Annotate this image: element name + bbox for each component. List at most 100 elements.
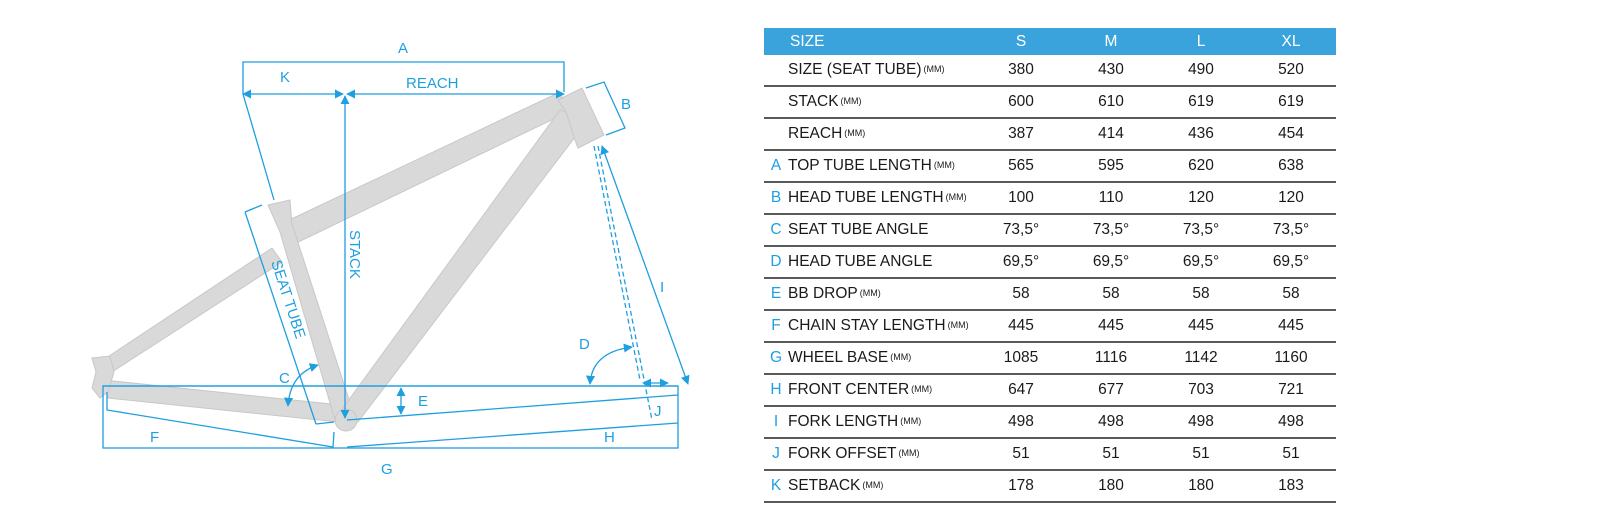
label-reach: REACH xyxy=(406,75,459,92)
label-stack: STACK xyxy=(346,230,363,279)
row-unit: (MM) xyxy=(859,288,881,298)
row-letter: D xyxy=(764,246,788,279)
row-value: 73,5° xyxy=(1066,214,1156,247)
head-tube xyxy=(557,87,605,149)
row-letter: K xyxy=(764,470,788,503)
row-value: 73,5° xyxy=(1156,214,1246,247)
row-value: 490 xyxy=(1156,55,1246,87)
row-letter: G xyxy=(764,342,788,375)
row-letter: J xyxy=(764,438,788,471)
row-label-text: SIZE (SEAT TUBE) xyxy=(788,61,922,78)
row-letter xyxy=(764,86,788,119)
row-label-text: SETBACK xyxy=(788,477,861,494)
row-value: 1160 xyxy=(1246,342,1336,375)
row-label-text: BB DROP xyxy=(788,285,858,302)
row-value: 58 xyxy=(1246,278,1336,311)
row-letter xyxy=(764,118,788,151)
label-c: C xyxy=(279,370,290,387)
row-value: 498 xyxy=(1066,406,1156,439)
row-value: 51 xyxy=(1066,438,1156,471)
row-unit: (MM) xyxy=(862,480,884,490)
label-b: B xyxy=(621,96,631,113)
row-label: BB DROP(MM) xyxy=(788,278,976,311)
row-value: 69,5° xyxy=(1066,246,1156,279)
row-letter: I xyxy=(764,406,788,439)
row-label-text: TOP TUBE LENGTH xyxy=(788,157,932,174)
row-value: 69,5° xyxy=(976,246,1066,279)
row-value: 445 xyxy=(976,310,1066,343)
row-value: 498 xyxy=(1246,406,1336,439)
row-label: CHAIN STAY LENGTH(MM) xyxy=(788,310,976,343)
dimension-lines xyxy=(102,61,690,449)
frame-geometry-diagram: A K REACH B STACK SEAT TUBE I D C E J F … xyxy=(91,40,690,478)
row-value: 110 xyxy=(1066,182,1156,215)
row-unit: (MM) xyxy=(898,448,920,458)
row-label-text: FRONT CENTER xyxy=(788,381,910,398)
row-label-text: HEAD TUBE ANGLE xyxy=(788,253,933,270)
label-a: A xyxy=(398,40,408,57)
row-value: 100 xyxy=(976,182,1066,215)
row-value: 51 xyxy=(1246,438,1336,471)
row-value: 1142 xyxy=(1156,342,1246,375)
row-value: 647 xyxy=(976,374,1066,407)
row-value: 454 xyxy=(1246,118,1336,151)
row-label: WHEEL BASE(MM) xyxy=(788,342,976,375)
row-label: SEAT TUBE ANGLE xyxy=(788,214,976,247)
row-label: TOP TUBE LENGTH(MM) xyxy=(788,150,976,183)
label-k: K xyxy=(280,69,290,86)
row-label-text: REACH xyxy=(788,125,843,142)
row-value: 120 xyxy=(1246,182,1336,215)
row-letter: C xyxy=(764,214,788,247)
row-value: 1116 xyxy=(1066,342,1156,375)
label-f: F xyxy=(150,429,159,446)
row-unit: (MM) xyxy=(933,160,955,170)
dropout xyxy=(91,355,115,399)
label-g: G xyxy=(381,461,393,478)
row-unit: (MM) xyxy=(947,320,969,330)
row-value: 436 xyxy=(1156,118,1246,151)
row-value: 565 xyxy=(976,150,1066,183)
row-value: 380 xyxy=(976,55,1066,87)
row-value: 445 xyxy=(1066,310,1156,343)
row-label: SIZE (SEAT TUBE)(MM) xyxy=(788,55,976,87)
row-label-text: WHEEL BASE xyxy=(788,349,889,366)
row-label-text: SEAT TUBE ANGLE xyxy=(788,221,929,238)
row-value: 638 xyxy=(1246,150,1336,183)
row-value: 445 xyxy=(1156,310,1246,343)
row-value: 58 xyxy=(1156,278,1246,311)
header-size-xl: XL xyxy=(1246,28,1336,55)
row-value: 69,5° xyxy=(1246,246,1336,279)
table-header: SIZE S M L XL xyxy=(764,28,1336,55)
row-value: 73,5° xyxy=(976,214,1066,247)
label-d: D xyxy=(579,336,590,353)
row-unit: (MM) xyxy=(840,96,862,106)
header-size-m: M xyxy=(1066,28,1156,55)
row-value: 178 xyxy=(976,470,1066,503)
row-letter: E xyxy=(764,278,788,311)
row-value: 595 xyxy=(1066,150,1156,183)
row-label: REACH(MM) xyxy=(788,118,976,151)
row-value: 73,5° xyxy=(1246,214,1336,247)
label-i: I xyxy=(660,279,664,296)
row-value: 703 xyxy=(1156,374,1246,407)
row-value: 498 xyxy=(976,406,1066,439)
row-unit: (MM) xyxy=(844,128,866,138)
row-letter: A xyxy=(764,150,788,183)
row-value: 445 xyxy=(1246,310,1336,343)
row-letter: B xyxy=(764,182,788,215)
row-value: 520 xyxy=(1246,55,1336,87)
row-label: FRONT CENTER(MM) xyxy=(788,374,976,407)
row-value: 721 xyxy=(1246,374,1336,407)
row-value: 58 xyxy=(976,278,1066,311)
